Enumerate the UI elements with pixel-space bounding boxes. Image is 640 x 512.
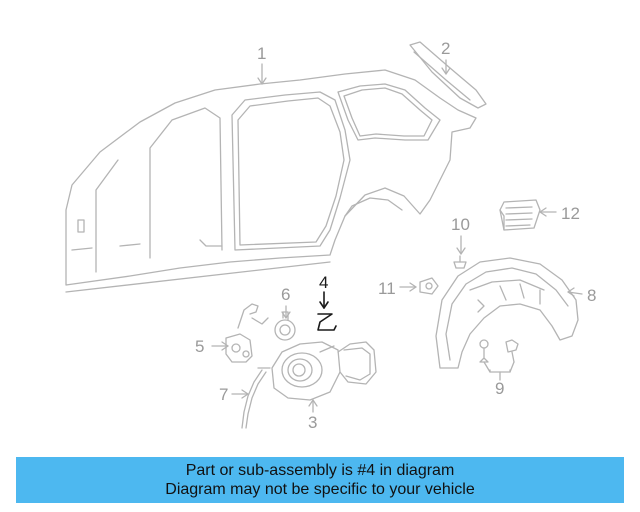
spring-drawing — [317, 291, 337, 331]
wheel-liner-drawing — [435, 257, 579, 369]
callout-label-7: 7 — [219, 385, 229, 404]
fuel-door-housing-drawing — [271, 341, 377, 401]
caption-line-part: Part or sub-assembly is #4 in diagram — [185, 462, 455, 479]
callout-label-8: 8 — [587, 286, 597, 305]
caption-bar: Part or sub-assembly is #4 in diagram Di… — [16, 457, 624, 503]
door-actuator-drawing — [225, 303, 269, 363]
leader-lines — [211, 59, 583, 413]
diagram-art — [65, 41, 583, 429]
parts-diagram: 1 2 3 4 5 6 7 8 9 10 11 12 — [65, 39, 597, 432]
caption-line-disclaimer: Diagram may not be specific to your vehi… — [165, 481, 475, 498]
callout-label-4: 4 — [319, 273, 329, 292]
callout-label-1: 1 — [257, 44, 267, 63]
drain-hose-drawing — [241, 367, 271, 429]
push-pin-drawing — [479, 339, 519, 363]
vent-grille-drawing — [499, 199, 541, 231]
callout-label-2: 2 — [441, 39, 451, 58]
callout-label-9: 9 — [495, 379, 505, 398]
callout-label-5: 5 — [195, 337, 205, 356]
roof-rail-molding-drawing — [409, 41, 487, 109]
callout-label-6: 6 — [281, 285, 291, 304]
callout-label-10: 10 — [451, 215, 470, 234]
side-panel-drawing — [65, 69, 477, 293]
nut-drawing — [419, 277, 439, 295]
callout-label-12: 12 — [561, 204, 580, 223]
screw-drawing — [453, 255, 467, 269]
callout-label-11: 11 — [378, 279, 396, 298]
callout-label-3: 3 — [308, 413, 318, 432]
